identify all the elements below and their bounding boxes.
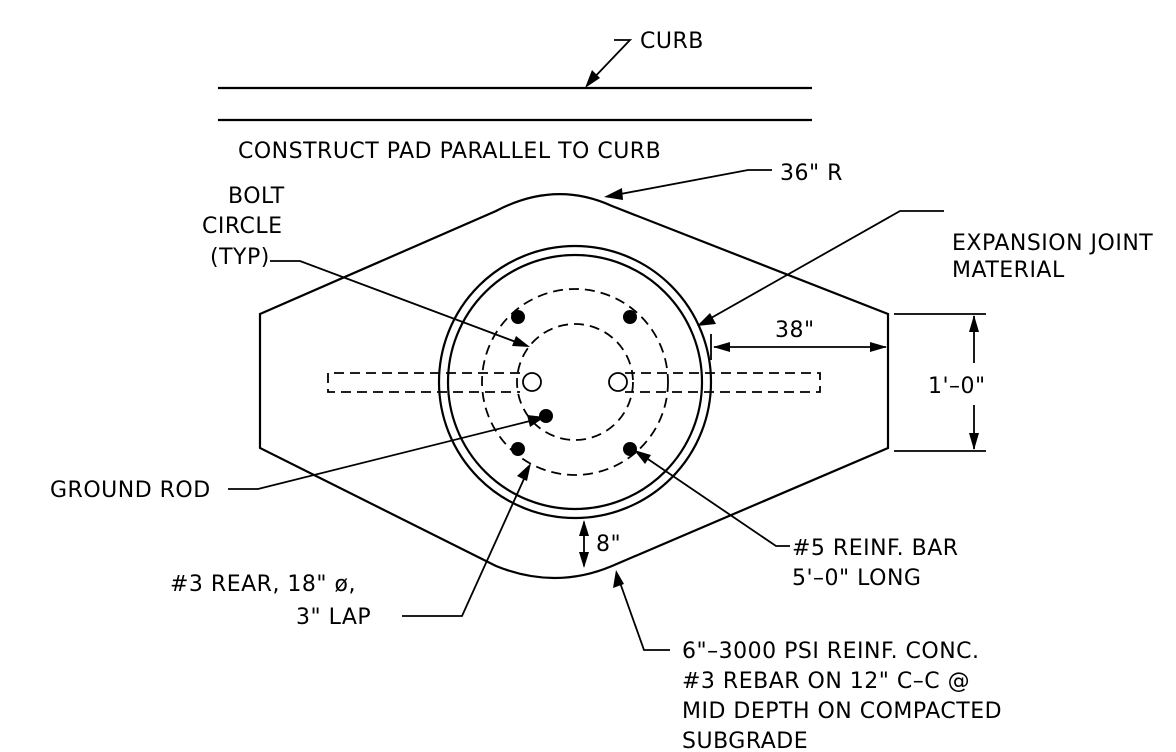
- bolt-circle-label-2: CIRCLE: [202, 214, 283, 239]
- radius-leader: [609, 169, 772, 197]
- expansion-joint-label-2: MATERIAL: [952, 258, 1065, 283]
- ground-rod-leader: [228, 418, 539, 490]
- reinf-bar-dot: [511, 310, 525, 324]
- expansion-joint-outer-circle: [437, 244, 713, 520]
- dim-8-arrow-bottom: [579, 552, 589, 568]
- dim-38-arrow-right: [870, 342, 887, 352]
- reinf-bar-leader: [638, 452, 790, 547]
- reinf-bar-arrowhead: [634, 450, 651, 464]
- dim-38-label: 38": [775, 318, 815, 343]
- concrete-note-line-1: 6"–3000 PSI REINF. CONC.: [682, 639, 980, 664]
- expansion-joint-arrowhead: [697, 313, 716, 326]
- rebar-3-label-2: 3" LAP: [296, 605, 371, 630]
- bolt-circle-arrowhead: [512, 336, 530, 347]
- reinf-bar-dot: [623, 310, 637, 324]
- conduit-hole-left: [522, 372, 542, 392]
- rebar-3-arrowhead: [517, 463, 531, 481]
- conduit-left: [327, 372, 520, 393]
- dim-8-label: 8": [596, 532, 621, 557]
- concrete-note-line-3: MID DEPTH ON COMPACTED: [682, 699, 1002, 724]
- radius-arrowhead: [604, 188, 623, 200]
- ground-rod-arrowhead: [527, 415, 545, 427]
- rebar-circle-outer: [481, 288, 669, 476]
- reinf-bar-label-2: 5'–0" LONG: [792, 566, 921, 591]
- expansion-joint-label-1: EXPANSION JOINT: [952, 231, 1153, 256]
- construct-note: CONSTRUCT PAD PARALLEL TO CURB: [238, 139, 661, 164]
- radius-label: 36" R: [780, 161, 843, 186]
- expansion-joint-inner-circle: [446, 253, 704, 511]
- bolt-circle-label-1: BOLT: [228, 184, 285, 209]
- curb-arrowhead: [585, 70, 600, 88]
- reinf-bar-dot: [511, 442, 525, 456]
- conduit-hole-right: [608, 372, 628, 392]
- concrete-leader: [617, 576, 670, 651]
- bolt-circle-leader: [270, 260, 525, 346]
- pad-outline: [258, 193, 890, 580]
- rebar-3-label-1: #3 REAR, 18" ø,: [170, 572, 356, 597]
- rebar-circle-inner: [516, 323, 634, 441]
- concrete-note-line-4: SUBGRADE: [682, 729, 808, 752]
- reinf-bar-label-1: #5 REINF. BAR: [792, 536, 959, 561]
- dim-8-arrow-top: [579, 520, 589, 536]
- conduit-right: [625, 372, 821, 393]
- ground-rod-label: GROUND ROD: [50, 478, 211, 503]
- rebar-3-leader: [402, 469, 529, 617]
- concrete-note-line-2: #3 REBAR ON 12" C–C @: [682, 669, 970, 694]
- concrete-arrowhead: [613, 570, 624, 588]
- dim-38-arrow-left: [713, 342, 730, 352]
- dim-1ft-label: 1'–0": [928, 374, 986, 399]
- curb-leader: [587, 39, 633, 85]
- expansion-joint-leader: [703, 210, 944, 323]
- bolt-circle-label-3: (TYP): [210, 245, 270, 270]
- dim-1ft-arrow-bottom: [969, 433, 979, 450]
- dim-1ft-arrow-top: [969, 315, 979, 332]
- ground-rod-dot: [539, 409, 553, 423]
- curb-label: CURB: [640, 29, 704, 54]
- reinf-bar-dot: [623, 442, 637, 456]
